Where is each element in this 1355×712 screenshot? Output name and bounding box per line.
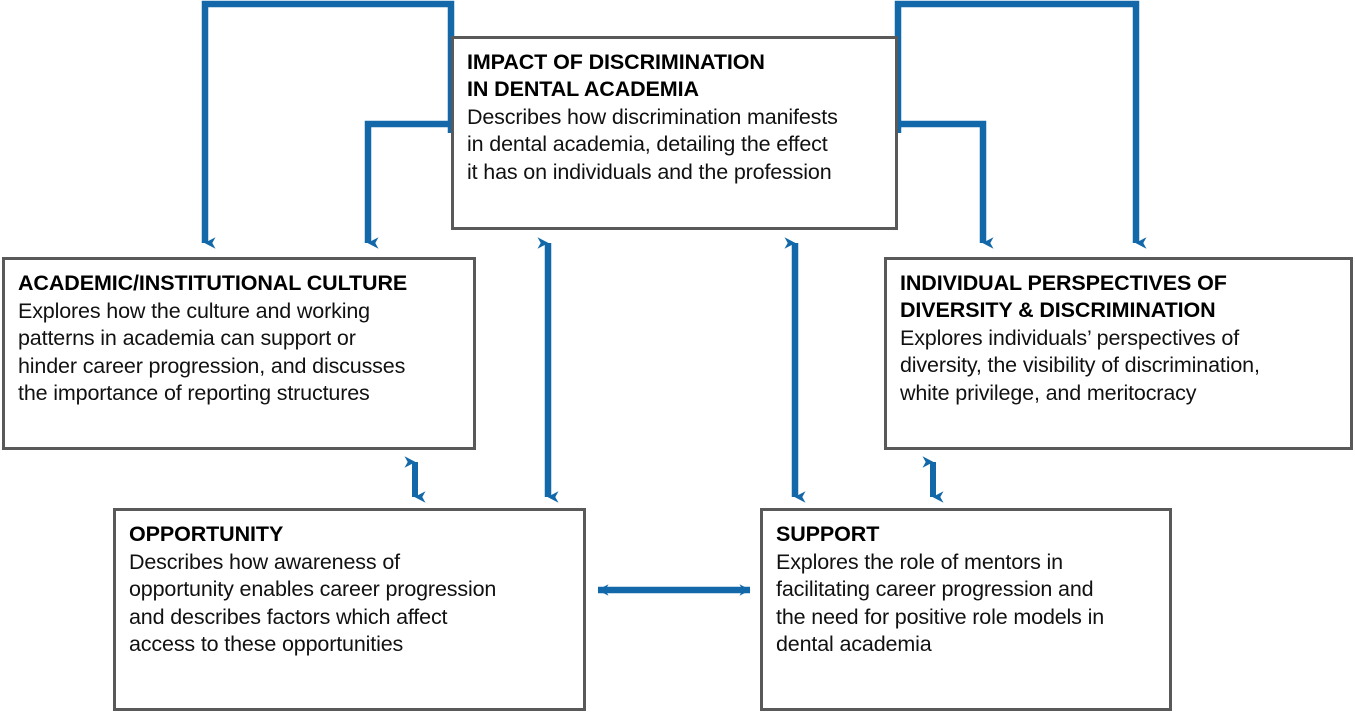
- node-title: SUPPORT: [776, 522, 880, 546]
- node-description: Describes how discrimination manifests i…: [467, 105, 838, 184]
- node-title: ACADEMIC/INSTITUTIONAL CULTURE: [18, 271, 408, 295]
- connector-impact-to-culture-outer: [201, 0, 455, 249]
- node-support[interactable]: SUPPORT Explores the role of mentors in …: [760, 508, 1172, 711]
- node-description: Explores individuals’ perspectives of di…: [900, 326, 1260, 405]
- node-opportunity[interactable]: OPPORTUNITY Describes how awareness of o…: [113, 508, 586, 711]
- node-title: INDIVIDUAL PERSPECTIVES OF DIVERSITY & D…: [900, 271, 1227, 323]
- node-description: Describes how awareness of opportunity e…: [129, 550, 497, 656]
- node-individual-perspectives[interactable]: INDIVIDUAL PERSPECTIVES OF DIVERSITY & D…: [884, 257, 1353, 450]
- node-impact-of-discrimination[interactable]: IMPACT OF DISCRIMINATION IN DENTAL ACADE…: [451, 36, 898, 230]
- node-academic-institutional-culture[interactable]: ACADEMIC/INSTITUTIONAL CULTURE Explores …: [2, 257, 476, 450]
- node-title: IMPACT OF DISCRIMINATION IN DENTAL ACADE…: [467, 50, 765, 102]
- connector-impact-to-culture-inner: [364, 120, 451, 249]
- node-description: Explores the role of mentors in facilita…: [776, 550, 1105, 656]
- connector-impact-to-individual-inner: [898, 120, 994, 249]
- node-description: Explores how the culture and working pat…: [18, 299, 406, 405]
- connector-impact-to-individual-outer: [894, 0, 1147, 249]
- node-title: OPPORTUNITY: [129, 522, 284, 546]
